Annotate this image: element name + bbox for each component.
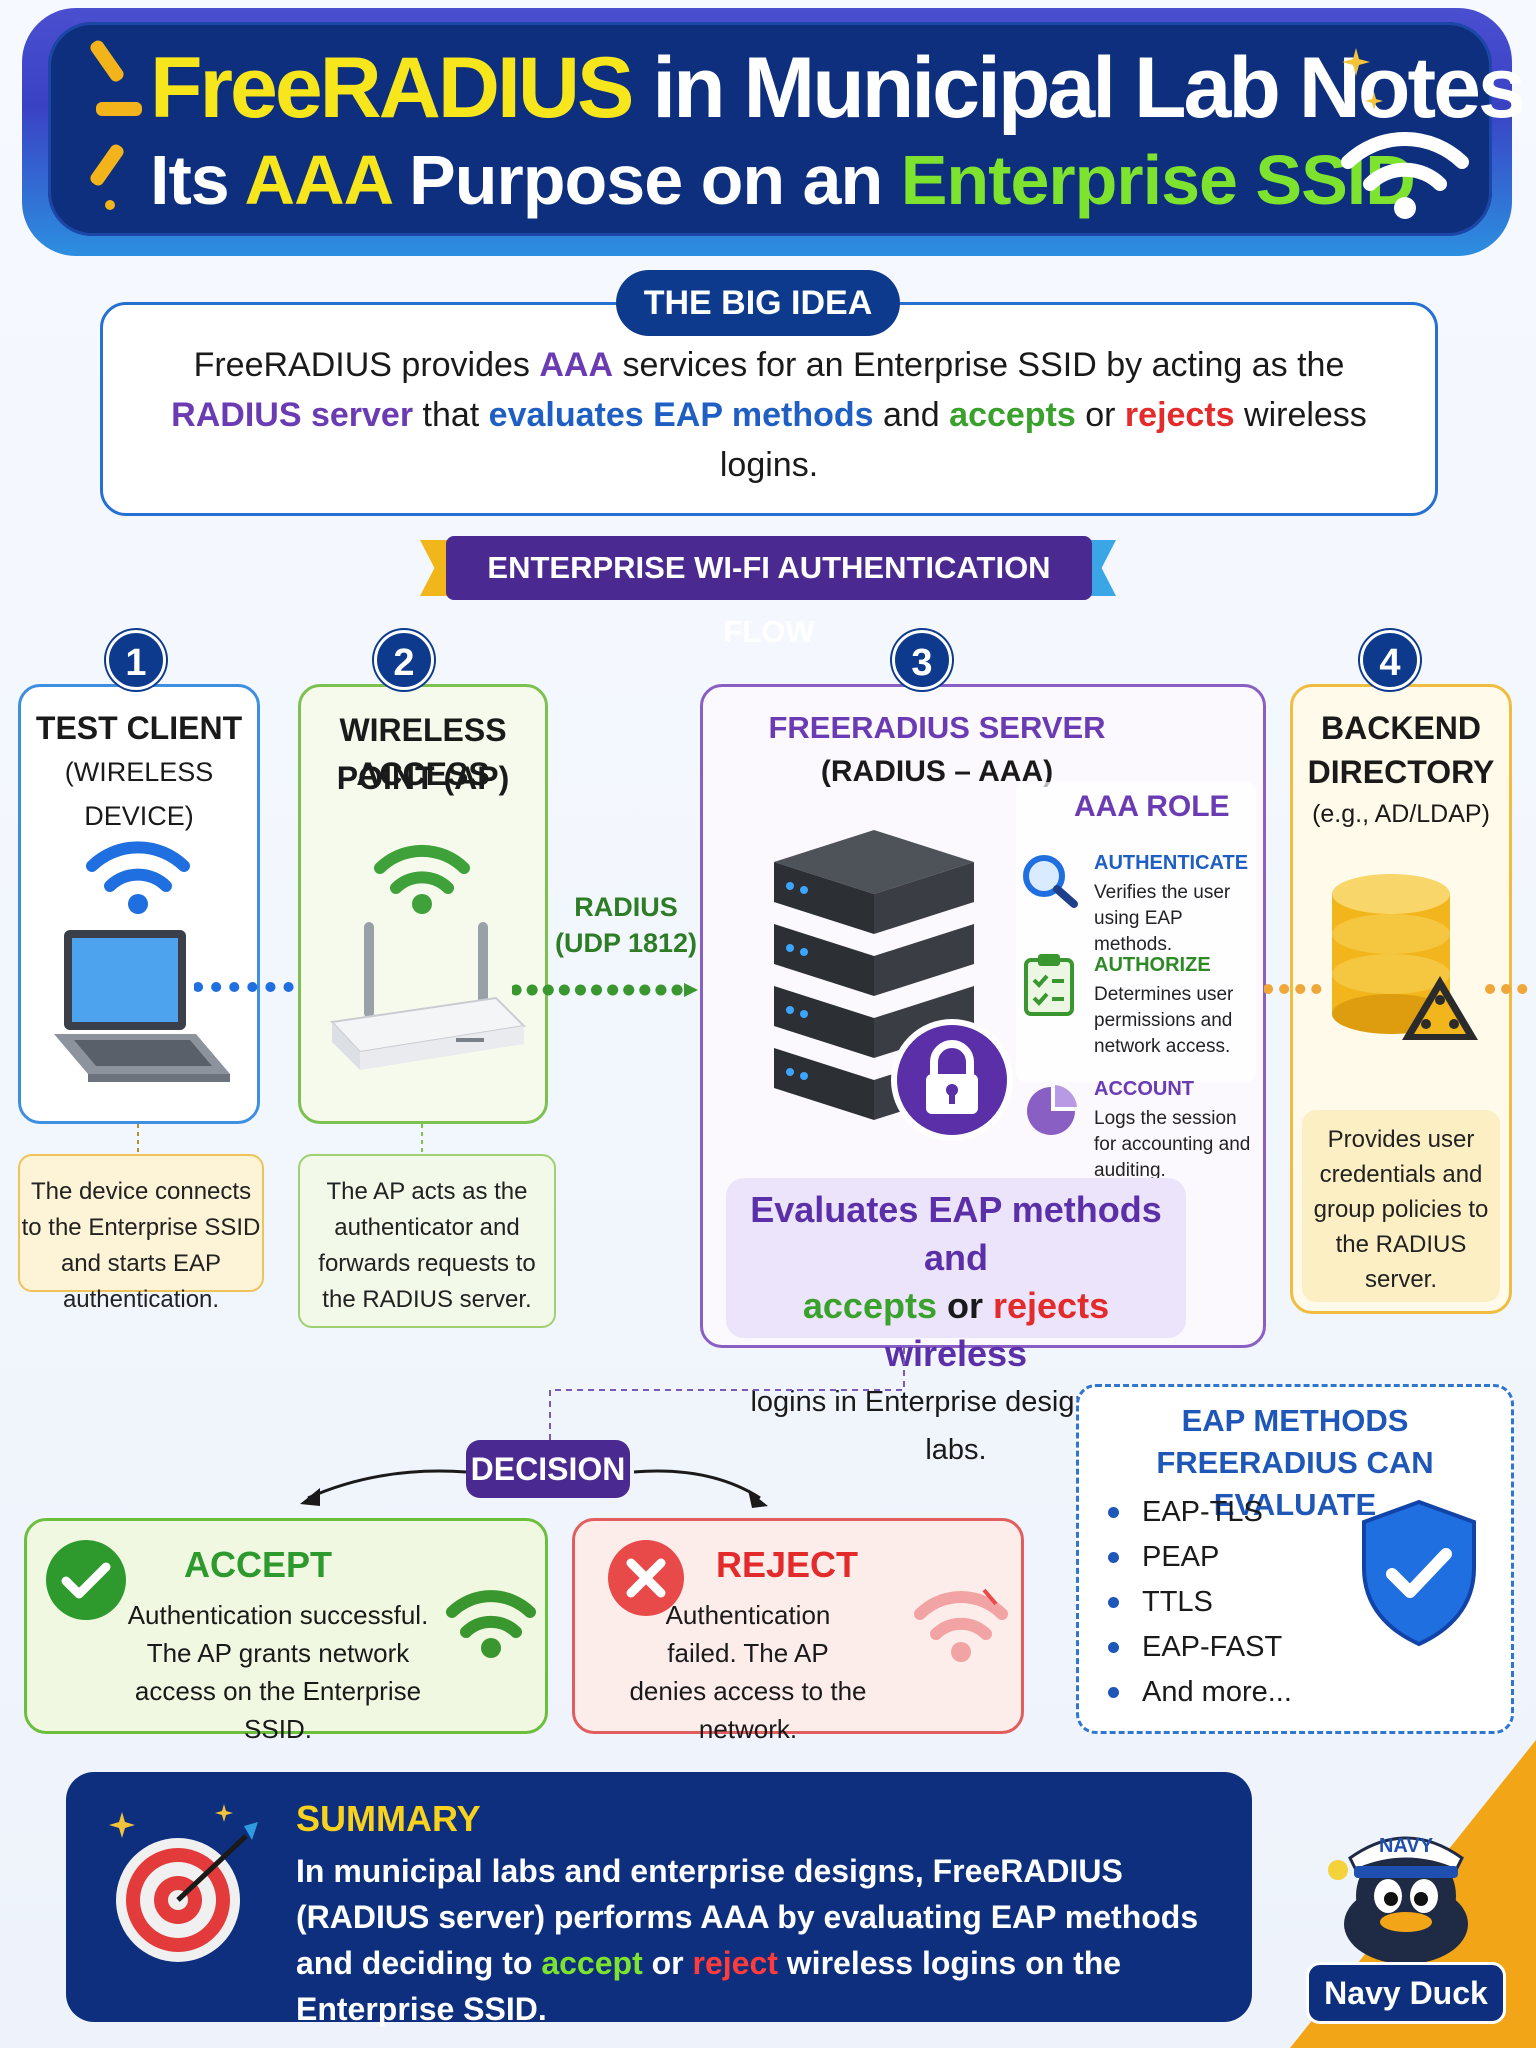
evaluate-highlight [726, 1178, 1186, 1338]
database-icon [1332, 874, 1478, 1040]
directory-title-2: DIRECTORY [1307, 754, 1495, 790]
aaa-role-panel [1016, 782, 1256, 1082]
wifi-off-icon [914, 1588, 1008, 1662]
ap-subtitle: POINT (AP) [336, 760, 510, 796]
aaa-role-title: AAA ROLE [1074, 790, 1230, 823]
directory-title: BACKEND [1321, 710, 1481, 746]
target-icon [109, 1804, 258, 1962]
router-icon [329, 922, 526, 1070]
wifi-icon [1341, 132, 1469, 219]
laptop-icon [54, 930, 230, 1082]
wifi-icon [446, 1590, 536, 1658]
big-idea-text: FreeRADIUS provides AAA services for an … [171, 346, 1367, 484]
title-banner [48, 22, 1492, 236]
server-stack-icon [774, 830, 974, 1120]
x-circle-icon [608, 1540, 684, 1616]
sparkle-burst-icon [90, 40, 142, 210]
radius-link-label: RADIUS [574, 892, 678, 922]
ap-note-connector [421, 1124, 423, 1154]
eap-methods-title: EAP METHODS FREERADIUS CAN EVALUATE [1156, 1403, 1434, 1522]
flow-title: ENTERPRISE WI-FI AUTHENTICATION FLOW [446, 536, 1092, 649]
list-item: EAP-FAST [1104, 1625, 1384, 1670]
client-subtitle: (WIRELESS DEVICE) [64, 757, 214, 831]
ap-note: The AP acts as the authenticator and for… [298, 1154, 556, 1328]
client-note: The device connects to the Enterprise SS… [18, 1154, 264, 1313]
step-2-badge: 2 [374, 630, 434, 690]
directory-note: Provides user credentials and group poli… [1302, 1110, 1500, 1302]
accept-description: Authentication successful. The AP grants… [127, 1600, 429, 1744]
clipboard-check-icon [1024, 954, 1074, 1016]
summary-text: In municipal labs and enterprise designs… [296, 1853, 1199, 2027]
summary-title: SUMMARY [296, 1798, 481, 1839]
server-subtitle: (RADIUS – AAA) [820, 755, 1054, 788]
server-directory-link [1263, 982, 1536, 994]
wifi-icon [86, 841, 190, 914]
server-title: FREERADIUS SERVER [768, 710, 1106, 745]
lock-icon [891, 1019, 1013, 1141]
role-authenticate: AUTHENTICATE [1094, 852, 1249, 874]
reject-description: Authentication failed. The AP denies acc… [629, 1600, 867, 1744]
big-idea-box [100, 302, 1438, 516]
reject-title: REJECT [716, 1544, 859, 1585]
mascot-badge: Navy Duck [1306, 1962, 1506, 2024]
role-account: ACCOUNT [1094, 1078, 1194, 1100]
radius-port-label: (UDP 1812) [554, 928, 698, 958]
list-item: TTLS [1104, 1580, 1384, 1625]
magnifier-icon [1023, 855, 1078, 908]
ap-title: WIRELESS ACCESS [339, 712, 507, 792]
step-4-badge: 4 [1360, 630, 1420, 690]
sparkle-icon [1342, 48, 1383, 110]
navy-duck-mascot-icon: NAVY [1328, 1835, 1468, 1962]
decision-arrows [300, 1348, 905, 1508]
banner-subtitle: Its AAA Purpose on an Enterprise SSID [150, 141, 1416, 219]
step-1-badge: 1 [106, 630, 166, 690]
big-idea-label: THE BIG IDEA [616, 270, 900, 336]
check-circle-icon [46, 1540, 126, 1620]
hat-label: NAVY [1379, 1835, 1434, 1857]
list-item: And more... [1104, 1670, 1384, 1715]
pie-chart-icon [1027, 1085, 1077, 1135]
decision-label: DECISION [466, 1440, 630, 1498]
list-item: PEAP [1104, 1535, 1384, 1580]
shield-check-icon [1362, 1499, 1476, 1647]
client-note-connector [137, 1124, 139, 1154]
summary-panel [66, 1772, 1252, 2022]
directory-subtitle: (e.g., AD/LDAP) [1312, 800, 1490, 828]
role-account-desc: Logs the session for accounting and audi… [1094, 1108, 1251, 1181]
accept-title: ACCEPT [184, 1544, 333, 1585]
evaluate-summary: Evaluates EAP methods and accepts or rej… [750, 1189, 1162, 1466]
role-authenticate-desc: Verifies the user using EAP methods. [1094, 882, 1231, 955]
ap-radius-link [510, 982, 700, 998]
role-authorize-desc: Determines user permissions and network … [1094, 984, 1234, 1057]
banner-title: FreeRADIUS in Municipal Lab Notes [150, 40, 1526, 136]
step-3-badge: 3 [892, 630, 952, 690]
wifi-icon [374, 844, 470, 914]
client-title: TEST CLIENT [35, 710, 243, 746]
list-item: EAP-TLS [1104, 1490, 1384, 1535]
role-authorize: AUTHORIZE [1094, 954, 1211, 976]
eap-methods-list: EAP-TLS PEAP TTLS EAP-FAST And more... [1104, 1490, 1384, 1720]
